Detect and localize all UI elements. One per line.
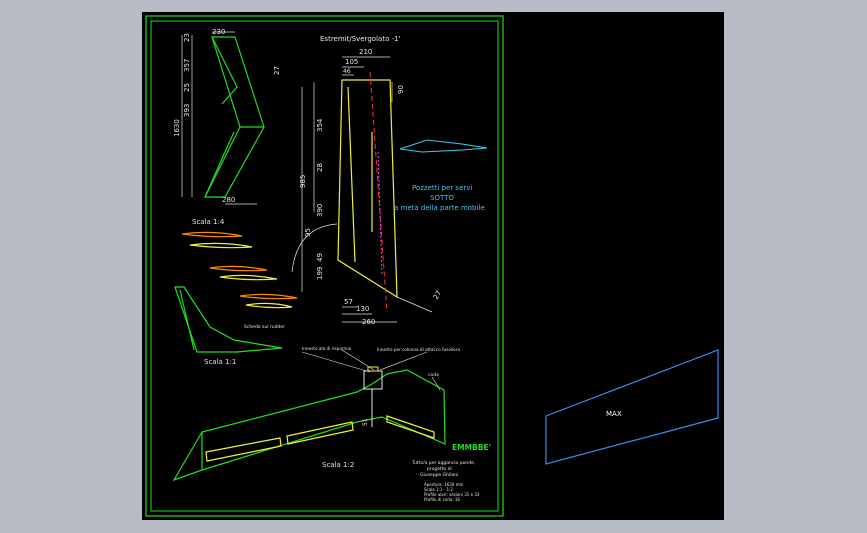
side-panel-parallelogram [545, 349, 719, 465]
dim-95: 95 [304, 228, 312, 237]
side-panel-label-max: MAX [606, 410, 622, 418]
dim-260: 260 [362, 318, 375, 326]
tail-fin [174, 286, 283, 353]
note-servo-line3: a metà della parte mobile [394, 204, 485, 212]
callout-leaders [301, 349, 441, 391]
label-scale-14: Scala 1:4 [192, 218, 225, 226]
dim-28: 28 [316, 163, 324, 172]
tip-panel-dimlines [291, 56, 433, 323]
dim-23: 23 [183, 33, 191, 42]
callout-wing-joint: Innesto ala di risparmio [302, 346, 352, 351]
dim-25: 25 [183, 83, 191, 92]
dim-390: 390 [316, 204, 324, 217]
note-servo-line1: Pozzetti per servi [412, 184, 472, 192]
dim-280: 280 [222, 196, 235, 204]
sheet-border-outer [145, 15, 504, 517]
hinge-line-red [369, 71, 388, 313]
brand-emmbbe: EMMBBE' [452, 443, 491, 452]
dim-27-right: 27 [432, 289, 443, 301]
half-wing-scale-12 [172, 369, 446, 482]
airfoil-side-view [399, 139, 488, 153]
dim-1630: 1630 [173, 119, 181, 137]
label-section-51: 51 [362, 418, 369, 426]
dim-230: 230 [212, 28, 225, 36]
dim-57: 57 [344, 298, 353, 306]
dim-357: 357 [183, 59, 191, 72]
label-scale-11: Scala 1:1 [204, 358, 236, 366]
dim-130: 130 [356, 305, 369, 313]
footer-line-2: progetto di [427, 466, 452, 472]
footer-line-6: Profilo alari: sezioni 31 e 33 [424, 492, 480, 497]
callout-fuselage: Innesto per colonna di attacco fusoliera [377, 347, 460, 352]
dim-46: 46 [343, 68, 351, 75]
callout-tail: coda [428, 372, 439, 378]
half-wing-ailerons [205, 415, 435, 462]
sheet-border-inner [150, 20, 499, 512]
cad-drawing-svg: 230 23 357 25 393 1630 280 Scala 1:4 Est… [145, 15, 719, 517]
cad-drawing-canvas: 230 23 357 25 393 1630 280 Scala 1:4 Est… [142, 12, 724, 520]
footer-line-1: Tutto/a per aggancio ponde, [411, 460, 475, 466]
wing-planform-dimlines [181, 31, 257, 205]
airfoil-sections [181, 231, 298, 309]
callout-rudder: Scheda sul rudder [244, 324, 285, 330]
dim-199: 199 [316, 267, 324, 280]
dim-105: 105 [345, 58, 358, 66]
root-bolt [367, 366, 379, 372]
footer-line-7: Profilo di coda: 16 [424, 497, 460, 502]
wing-planform-scale-14 [204, 36, 265, 198]
hinge-line-magenta [377, 151, 383, 275]
footer-line-5: Scala 1:1 - 1:2 [424, 487, 453, 492]
note-servo-line2: SOTTO [430, 194, 454, 202]
dim-49: 49 [316, 253, 324, 262]
footer-line-3: Giuseppe Ghilani [420, 472, 458, 478]
dim-27-top: 27 [273, 66, 281, 75]
tip-panel [337, 79, 398, 299]
footer-line-4: Apertura: 1630 mm [424, 482, 464, 487]
dim-90: 90 [397, 85, 405, 94]
dim-354: 354 [316, 118, 324, 132]
dim-210: 210 [359, 48, 372, 56]
label-scale-12: Scala 1:2 [322, 461, 354, 469]
label-tip-title: Estremit/Svergolato -1' [320, 35, 401, 43]
dim-985: 985 [299, 175, 307, 188]
dim-393: 393 [183, 104, 191, 117]
